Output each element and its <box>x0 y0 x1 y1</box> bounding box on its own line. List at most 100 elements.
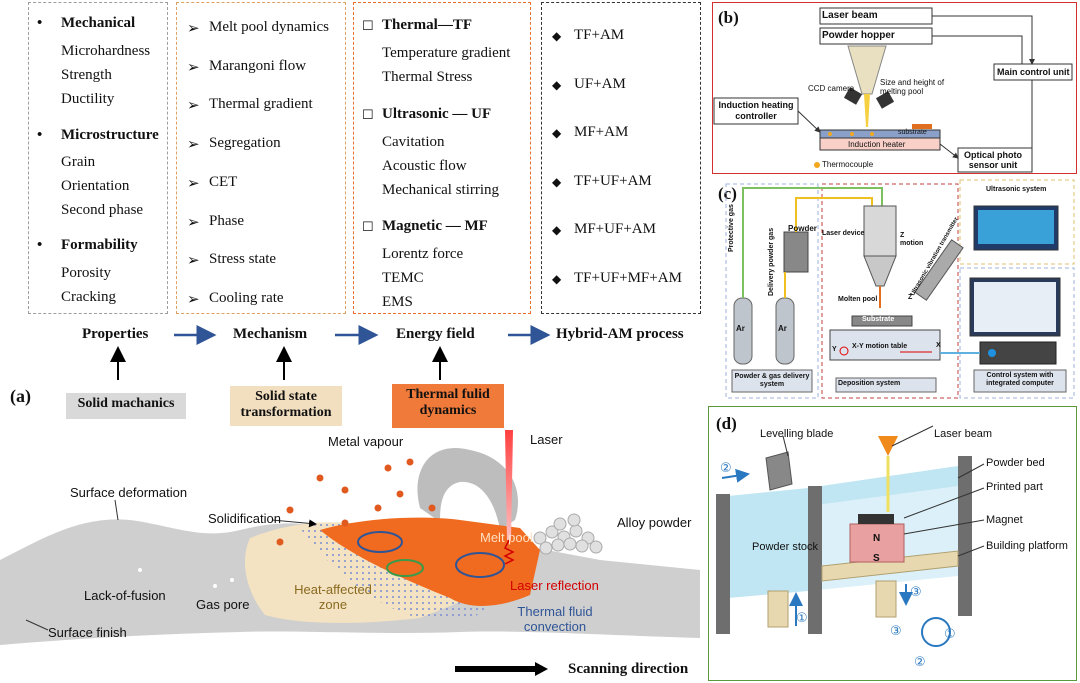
arrow-bullet: ➢ <box>187 291 200 308</box>
property-item: Porosity <box>61 265 112 281</box>
d-step-3: ③ <box>910 584 922 599</box>
b-ccd: CCD camera <box>808 84 855 93</box>
d-building-platform: Building platform <box>986 540 1068 552</box>
arrow-bullet: ➢ <box>187 98 200 115</box>
panel-d-diagram <box>716 425 985 647</box>
cycle-circle <box>921 617 951 647</box>
diamond-bullet: ◆ <box>552 77 562 92</box>
laser-head <box>878 436 898 456</box>
panel-b-label: (b) <box>718 8 739 27</box>
tag-thermal-fluid: Thermal fulid dynamics <box>392 384 504 428</box>
substrate <box>851 315 913 327</box>
c-ar-1: Ar <box>736 324 745 333</box>
property-item: Strength <box>61 67 112 83</box>
hybrid-item: UF+AM <box>574 75 626 92</box>
diamond-bullet: ◆ <box>552 126 562 140</box>
magnet-block <box>849 523 905 563</box>
label-metal-vapour: Metal vapour <box>328 434 404 449</box>
wall <box>808 486 822 634</box>
convection-loop <box>357 531 403 553</box>
mechanism-item: Phase <box>209 212 244 229</box>
spatter <box>276 458 436 546</box>
leader-line <box>114 499 119 521</box>
flow-energy-field: Energy field <box>396 326 475 342</box>
deposition-tag <box>835 377 937 393</box>
square-bullet: ☐ <box>362 219 374 234</box>
control-tag <box>973 369 1067 393</box>
panel-a-label: (a) <box>10 386 31 406</box>
diamond-bullet: ◆ <box>552 271 562 286</box>
energy-item: Acoustic flow <box>382 158 467 174</box>
mechanism-item: Cooling rate <box>209 289 284 306</box>
powder-system-tag <box>731 369 813 393</box>
property-item: Cracking <box>61 289 116 305</box>
square-bullet: ☐ <box>362 18 374 33</box>
convection-loop <box>455 552 505 578</box>
hybrid-box: ◆TF+AM◆UF+AM◆MF+AM◆TF+UF+AM◆MF+UF+AM◆TF+… <box>541 2 701 314</box>
gas-pores <box>138 568 234 588</box>
laser-reflection-zigzag <box>503 539 515 565</box>
c-protective-gas: Protective gas <box>728 204 735 252</box>
powder-feeder <box>783 231 809 273</box>
panel-c-diagram <box>725 179 1075 399</box>
piston <box>767 590 789 628</box>
c-z: Z <box>908 294 913 301</box>
ultrasonic-transmitter <box>914 239 964 301</box>
d-cycle-3: ③ <box>890 623 902 638</box>
y-axis-mark <box>839 346 849 356</box>
piston <box>875 580 897 618</box>
energy-item: Mechanical stirring <box>382 182 500 198</box>
label-gas-pore: Gas pore <box>196 597 250 612</box>
computer-screen <box>974 282 1056 332</box>
hybrid-item: TF+UF+MF+AM <box>574 269 682 286</box>
tag-solid-mechanics: Solid machanics <box>66 393 186 419</box>
c-x: X <box>936 342 941 349</box>
thermocouple-dot <box>814 162 820 168</box>
c-molten-pool: Molten pool <box>838 296 878 303</box>
c-ultrasonic-system: Ultrasonic system <box>986 186 1047 193</box>
energy-item: Lorentz force <box>382 246 464 262</box>
b-optical: Optical photo sensor unit <box>964 150 1022 170</box>
panel-c-label: (c) <box>718 184 737 203</box>
diamond-bullet: ◆ <box>552 223 562 237</box>
leader-line <box>25 619 49 631</box>
flow-mechanism: Mechanism <box>233 326 308 342</box>
laser-cone <box>864 94 870 127</box>
property-item: Grain <box>61 154 96 170</box>
label-lack-of-fusion: Lack-of-fusion <box>84 588 166 603</box>
label-solidification: Solidification <box>208 511 281 526</box>
label-scanning-direction: Scanning direction <box>568 661 689 677</box>
b-induction-controller: Induction heating controller <box>718 100 794 121</box>
sensor-camera <box>875 91 895 109</box>
b-thermocouple: Thermocouple <box>822 160 874 169</box>
c-xy-table: X-Y motion table <box>852 343 908 350</box>
powder-system-frame <box>725 183 819 399</box>
c-control-system: Control system with integrated computer <box>986 372 1054 387</box>
d-powder-stock: Powder stock <box>752 541 819 553</box>
d-n: N <box>873 533 881 544</box>
panel-b-diagram <box>713 7 1073 173</box>
property-item: Microhardness <box>61 43 151 59</box>
energy-field-box: ☐ Thermal—TF Temperature gradient Therma… <box>353 2 531 314</box>
hybrid-item: TF+UF+AM <box>574 172 652 189</box>
arrow-bullet: ➢ <box>187 21 200 37</box>
energy-item: TEMC <box>382 270 424 286</box>
wall <box>958 456 972 616</box>
panel-a-diagram <box>0 430 700 676</box>
b-powder-hopper: Powder hopper <box>822 30 895 41</box>
d-s: S <box>873 553 880 564</box>
b-substrate: substrate <box>898 129 927 136</box>
laser-head <box>863 205 897 257</box>
diamond-bullet: ◆ <box>552 29 562 43</box>
energy-item: Cavitation <box>382 134 445 150</box>
mechanism-item: Melt pool dynamics <box>209 19 329 35</box>
d-cycle-1: ① <box>944 626 956 641</box>
property-item: Orientation <box>61 178 130 194</box>
properties-box: • Mechanical Microhardness Strength Duct… <box>28 2 168 314</box>
label-surface-deformation: Surface deformation <box>70 485 188 500</box>
b-laser-beam: Laser beam <box>822 10 878 21</box>
label-laser: Laser <box>530 432 563 447</box>
bullet: • <box>37 15 43 31</box>
label-haz: Heat-affected zone <box>294 582 372 612</box>
bullet: • <box>37 237 43 253</box>
